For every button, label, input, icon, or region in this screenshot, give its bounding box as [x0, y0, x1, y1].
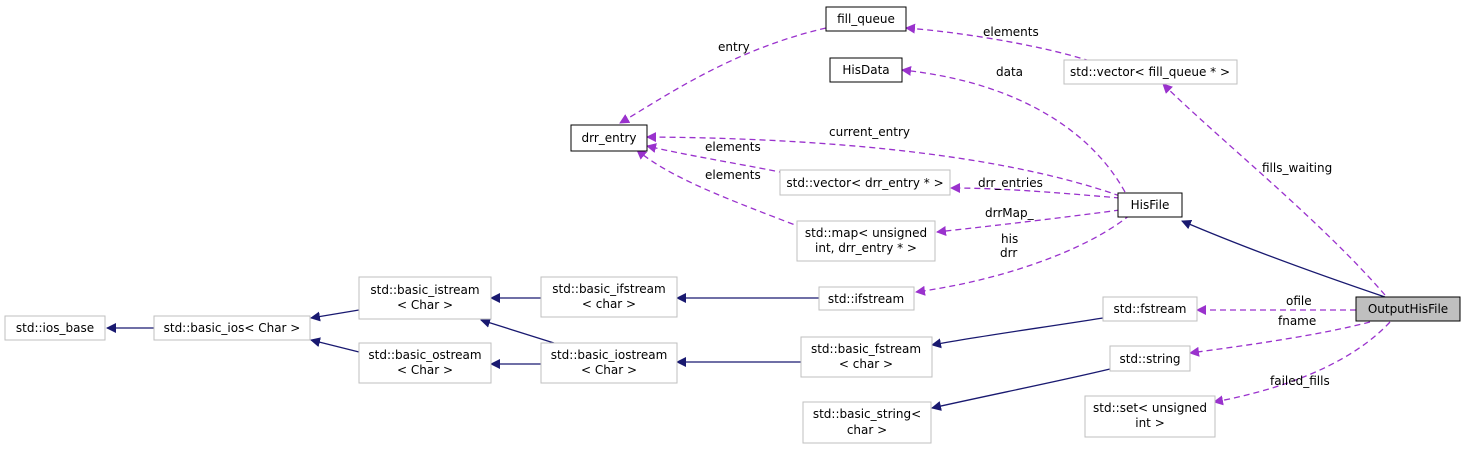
label-data: data — [996, 65, 1023, 79]
label-fills-waiting: fills_waiting — [1262, 161, 1332, 175]
node-fill-queue[interactable]: fill_queue — [825, 6, 907, 32]
node-fill-queue-label: fill_queue — [837, 12, 895, 26]
node-basic-ifstream-label-line2: < char > — [582, 297, 636, 311]
node-map-drr-entry[interactable]: std::map< unsigned int, drr_entry * > — [796, 220, 936, 262]
node-string[interactable]: std::string — [1109, 345, 1191, 372]
node-basic-iostream-label-line1: std::basic_iostream — [551, 348, 668, 362]
node-hisfile[interactable]: HisFile — [1117, 192, 1183, 218]
node-vector-drr-entry[interactable]: std::vector< drr_entry * > — [779, 169, 951, 196]
edge-outputhisfile-to-set — [1213, 321, 1391, 406]
edge-basic-istream-to-basic-ios — [310, 309, 360, 322]
node-set-unsigned-int-label-line1: std::set< unsigned — [1093, 401, 1207, 415]
edge-vector-fill-queue-to-fill-queue — [905, 23, 1091, 62]
nodes: fill_queue HisData std::vector< fill_que… — [4, 6, 1461, 444]
edge-hisfile-to-map — [936, 209, 1121, 236]
node-basic-ostream-label-line2: < Char > — [397, 363, 453, 377]
edge-outputhisfile-to-hisfile — [1181, 219, 1386, 298]
node-map-drr-entry-label-line1: std::map< unsigned — [805, 226, 927, 240]
label-failed-fills: failed_fills — [1270, 374, 1330, 388]
edge-hisfile-to-ifstream — [915, 214, 1131, 296]
node-fstream[interactable]: std::fstream — [1102, 296, 1198, 322]
label-drr-entries: drr_entries — [978, 176, 1043, 190]
node-ios-base[interactable]: std::ios_base — [4, 315, 106, 341]
edge-vector-drr-entry-to-drr-entry — [646, 143, 786, 174]
node-ios-base-label: std::ios_base — [16, 321, 94, 335]
label-entry: entry — [718, 40, 750, 54]
node-basic-ios[interactable]: std::basic_ios< Char > — [153, 315, 311, 341]
label-drr: drr — [1000, 246, 1017, 260]
node-ifstream[interactable]: std::ifstream — [818, 286, 915, 311]
inheritance-edges — [106, 219, 1386, 411]
node-outputhisfile-label: OutputHisFile — [1368, 302, 1448, 316]
edge-basic-ostream-to-basic-ios — [310, 337, 360, 353]
label-elements-vector: elements — [705, 140, 761, 154]
node-ifstream-label: std::ifstream — [828, 292, 904, 306]
label-his: his — [1001, 232, 1018, 246]
node-basic-fstream[interactable]: std::basic_fstream < char > — [800, 336, 933, 378]
label-current-entry: current_entry — [829, 125, 910, 139]
node-vector-fill-queue[interactable]: std::vector< fill_queue * > — [1063, 59, 1238, 85]
label-elements-map: elements — [705, 168, 761, 182]
node-basic-ifstream-label-line1: std::basic_ifstream — [552, 282, 665, 296]
edge-hisfile-to-vector-drr-entry — [950, 183, 1121, 199]
edge-fstream-to-basic-fstream — [931, 317, 1104, 349]
node-basic-fstream-label-line2: < char > — [839, 357, 893, 371]
node-basic-iostream[interactable]: std::basic_iostream < Char > — [540, 342, 678, 384]
node-fstream-label: std::fstream — [1114, 302, 1187, 316]
edge-map-to-drr-entry — [636, 149, 804, 229]
usage-edges — [619, 23, 1391, 406]
edge-basic-iostream-to-basic-istream — [480, 317, 555, 344]
node-basic-fstream-label-line1: std::basic_fstream — [811, 342, 921, 356]
node-string-label: std::string — [1119, 352, 1180, 366]
label-ofile: ofile — [1286, 294, 1312, 308]
edge-fill-queue-to-drr-entry — [619, 27, 827, 124]
node-outputhisfile[interactable]: OutputHisFile — [1355, 296, 1461, 322]
label-drrmap: drrMap_ — [985, 206, 1035, 220]
node-hisdata-label: HisData — [842, 63, 889, 77]
edge-hisfile-to-hisdata — [901, 65, 1126, 193]
edge-labels: entry elements data current_entry elemen… — [705, 25, 1332, 388]
edge-outputhisfile-to-string — [1189, 321, 1371, 357]
node-drr-entry-label: drr_entry — [581, 131, 636, 145]
node-basic-ostream-label-line1: std::basic_ostream — [368, 348, 481, 362]
node-vector-drr-entry-label: std::vector< drr_entry * > — [786, 176, 943, 190]
node-basic-string[interactable]: std::basic_string< char > — [802, 401, 932, 444]
edge-outputhisfile-to-vector-fill-queue — [1162, 83, 1386, 296]
node-basic-string-label-line1: std::basic_string< — [813, 407, 921, 421]
node-basic-ios-label: std::basic_ios< Char > — [164, 321, 301, 335]
node-hisfile-label: HisFile — [1131, 198, 1170, 212]
edge-hisfile-to-drr-entry-current — [646, 132, 1121, 197]
node-basic-string-label-line2: char > — [847, 423, 887, 437]
node-set-unsigned-int-label-line2: int > — [1135, 416, 1165, 430]
edge-string-to-basic-string — [931, 368, 1111, 411]
node-vector-fill-queue-label: std::vector< fill_queue * > — [1070, 65, 1230, 79]
node-basic-istream-label-line1: std::basic_istream — [370, 283, 479, 297]
node-map-drr-entry-label-line2: int, drr_entry * > — [815, 241, 917, 255]
label-elements-top: elements — [983, 25, 1039, 39]
node-set-unsigned-int[interactable]: std::set< unsigned int > — [1084, 395, 1216, 438]
node-basic-istream[interactable]: std::basic_istream < Char > — [358, 276, 492, 320]
node-drr-entry[interactable]: drr_entry — [570, 124, 648, 152]
node-basic-ifstream[interactable]: std::basic_ifstream < char > — [540, 276, 678, 318]
node-basic-istream-label-line2: < Char > — [397, 298, 453, 312]
label-fname: fname — [1278, 314, 1316, 328]
node-basic-iostream-label-line2: < Char > — [581, 363, 637, 377]
node-hisdata[interactable]: HisData — [829, 57, 903, 83]
node-basic-ostream[interactable]: std::basic_ostream < Char > — [358, 342, 492, 384]
